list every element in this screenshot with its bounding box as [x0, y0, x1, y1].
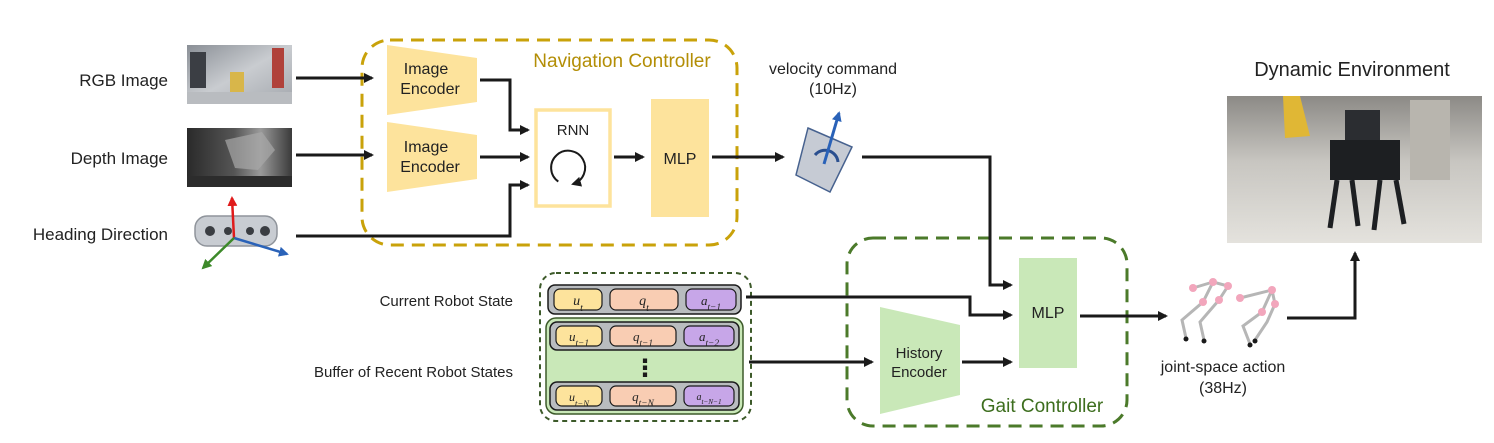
state-u-t-n-label: ut−N	[569, 390, 590, 408]
history-encoder-block: History Encoder	[880, 307, 960, 414]
gait-mlp-block: MLP	[1019, 258, 1077, 368]
state-a-t-n-1-label: at−N−1	[696, 392, 721, 406]
state-a-t-2-label: at−2	[699, 329, 719, 349]
state-u-t	[553, 288, 603, 311]
depth-image-thumbnail	[187, 128, 292, 187]
nav-mlp-block: MLP	[651, 99, 709, 217]
buffer-recent-states-label: Buffer of Recent Robot States	[314, 364, 513, 381]
state-q-t	[609, 288, 679, 311]
state-u-t-n	[555, 385, 603, 407]
navigation-controller-title: Navigation Controller	[533, 51, 711, 72]
buffer-row-bottom: ut−N qt−N at−N−1	[549, 381, 740, 411]
image-encoder-depth-line2: Encoder	[400, 159, 460, 176]
state-q-t-1	[609, 325, 677, 347]
state-a-t-n-1	[683, 385, 735, 407]
gait-controller-box	[845, 236, 1129, 428]
state-u-t-1	[555, 325, 603, 347]
depth-image-label: Depth Image	[71, 149, 168, 168]
image-encoder-rgb-line1: Image	[404, 61, 449, 78]
dynamic-environment-photo	[1227, 96, 1482, 243]
state-q-t-label: qt	[639, 294, 649, 314]
arrow-heading-to-rnn	[296, 180, 530, 238]
arrow-action-to-environment	[1287, 251, 1360, 320]
rgb-image-label: RGB Image	[79, 71, 168, 90]
velocity-command-rate: (10Hz)	[809, 81, 857, 98]
history-encoder-line2: Encoder	[891, 364, 947, 381]
depth-camera-icon	[194, 196, 289, 270]
state-q-t-1-label: qt−1	[633, 329, 653, 349]
image-encoder-depth-line1: Image	[404, 139, 449, 156]
navigation-controller-box	[360, 38, 739, 247]
rnn-block: RNN	[534, 108, 612, 208]
rnn-label: RNN	[557, 122, 590, 139]
joint-space-action-label: joint-space action	[1160, 359, 1286, 376]
arrow-velocity-to-gait-mlp	[862, 155, 1013, 290]
arrow-current-state-to-gait-mlp	[746, 295, 1013, 320]
image-encoder-rgb-line2: Encoder	[400, 81, 460, 98]
current-state-row: ut qt at−1	[547, 284, 742, 315]
dynamic-environment-title: Dynamic Environment	[1254, 59, 1450, 81]
image-encoder-rgb: Image Encoder	[387, 45, 477, 115]
joint-space-action-icon	[1180, 278, 1279, 348]
velocity-command-icon	[795, 111, 854, 194]
joint-space-action-rate: (38Hz)	[1199, 380, 1247, 397]
velocity-command-label: velocity command	[769, 61, 897, 78]
recurrence-icon	[550, 149, 587, 187]
nav-mlp-label: MLP	[664, 151, 697, 168]
state-u-t-label: ut	[573, 294, 583, 314]
image-encoder-depth: Image Encoder	[387, 122, 477, 192]
gait-controller-title: Gait Controller	[981, 396, 1104, 417]
gait-mlp-label: MLP	[1032, 305, 1065, 322]
state-q-t-n-label: qt−N	[632, 389, 654, 409]
state-a-t-label: at−1	[701, 293, 721, 313]
state-q-t-n	[609, 385, 677, 407]
buffer-ellipsis: ⋮	[633, 354, 657, 382]
state-u-t-1-label: ut−1	[569, 329, 589, 349]
state-a-t-2	[683, 325, 735, 347]
heading-direction-label: Heading Direction	[33, 225, 168, 244]
current-robot-state-label: Current Robot State	[380, 293, 513, 310]
rgb-image-thumbnail	[187, 45, 292, 104]
robot-state-container	[539, 272, 752, 422]
state-a-t	[685, 288, 737, 311]
history-encoder-line1: History	[896, 345, 943, 362]
buffer-row-top: ut−1 qt−1 at−2	[549, 321, 740, 351]
arrow-encoder1-to-rnn	[480, 78, 530, 135]
